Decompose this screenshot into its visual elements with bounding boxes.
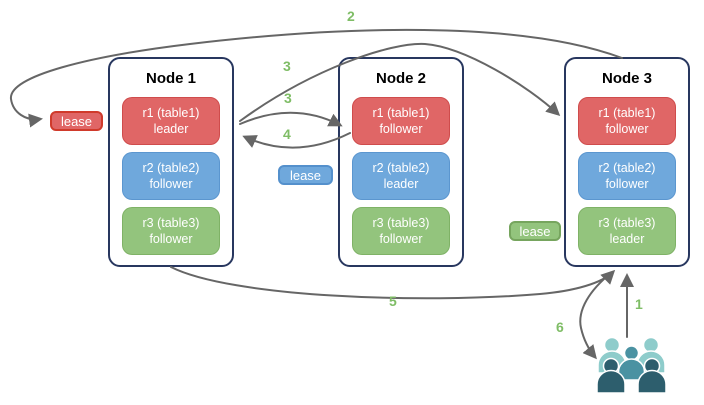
users-middle [617,345,646,381]
replica-role: follower [149,177,193,191]
replica-label: r2 (table2) [142,160,200,175]
replica-label: r1 (table1) [372,105,430,120]
node-1-replica-r3: r3 (table3) follower [122,207,220,255]
replica-role: follower [149,232,193,246]
replica-role: leader [153,122,189,136]
node-2: Node 2 r1 (table1) follower r2 (table2) … [338,57,464,267]
lease-badge-table1: lease [50,111,103,131]
arrow-step-3-node1-to-node2 [239,111,343,127]
arrow-step-4-node2-to-node1 [242,132,351,149]
node-2-title: Node 2 [375,70,426,87]
node-3-replica-r2: r2 (table2) follower [578,152,676,200]
step-label-5: 5 [389,293,397,309]
step-label-2: 2 [347,8,355,24]
replica-label: r3 (table3) [372,215,430,230]
step-label-3a: 3 [283,58,291,74]
replica-role: follower [379,232,423,246]
node-1: Node 1 r1 (table1) leader r2 (table2) fo… [108,57,234,267]
node-3-replica-r3: r3 (table3) leader [578,207,676,255]
node-3-replica-r1: r1 (table1) follower [578,97,676,145]
users-back-row [597,336,666,374]
lease-label: lease [519,223,551,239]
step-label-3b: 3 [284,90,292,106]
lease-badge-table2: lease [278,165,333,185]
replica-role: follower [605,122,649,136]
replica-role: leader [609,232,645,246]
step-label-1: 1 [635,296,643,312]
node-1-title: Node 1 [145,70,196,87]
arrow-step-2-node3-to-lease1 [9,28,623,128]
replica-label: r3 (table3) [142,215,200,230]
node-2-replica-r1: r1 (table1) follower [352,97,450,145]
users-front-row [596,357,667,394]
replica-label: r2 (table2) [372,160,430,175]
replica-label: r1 (table1) [598,105,656,120]
replica-role: follower [379,122,423,136]
lease-label: lease [289,167,322,183]
node-3: Node 3 r1 (table1) follower r2 (table2) … [564,57,690,267]
replica-label: r2 (table2) [598,160,656,175]
lease-label: lease [60,113,93,129]
node-1-replica-r2: r2 (table2) follower [122,152,220,200]
node-3-title: Node 3 [601,70,652,87]
step-label-4: 4 [283,126,291,142]
lease-badge-table3: lease [509,221,561,241]
replica-label: r1 (table1) [142,105,200,120]
replica-label: r3 (table3) [598,215,656,230]
replica-role: leader [383,177,419,191]
step-label-6: 6 [556,319,564,335]
node-2-replica-r2: r2 (table2) leader [352,152,450,200]
arrow-step-6-node3-to-users [579,272,612,360]
users-group-icon [596,336,667,394]
node-1-replica-r1: r1 (table1) leader [122,97,220,145]
node-2-replica-r3: r3 (table3) follower [352,207,450,255]
replica-role: follower [605,177,649,191]
